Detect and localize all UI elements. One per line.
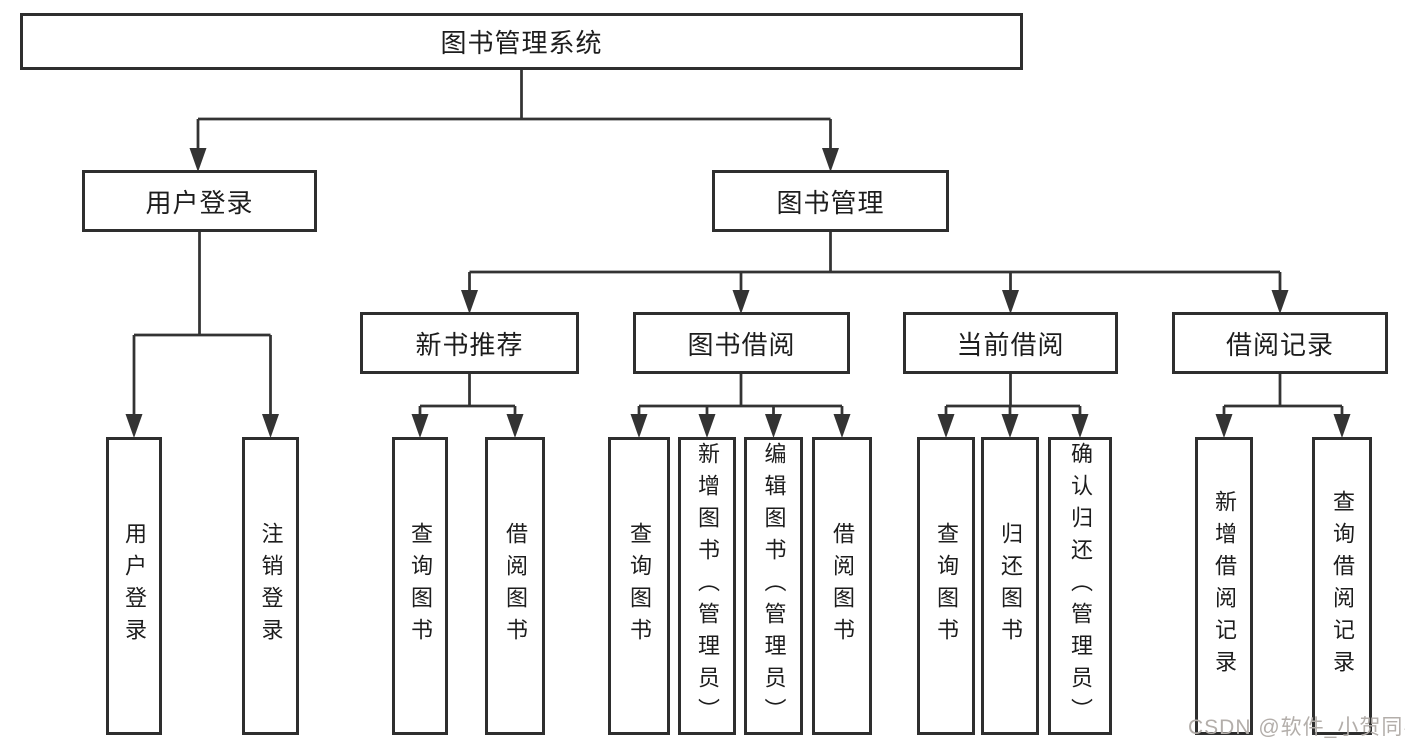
node-label: 借阅记录 [1225,329,1334,360]
node-label: 归还图书 [998,522,1023,650]
arrow-down-icon [765,414,782,438]
node-cb-query-books: 查询图书 [917,437,975,735]
node-bb-edit-books-admin: 编辑图书（管理员） [744,437,803,735]
node-label: 注销登录 [258,522,284,650]
arrow-down-icon [822,148,839,172]
arrow-down-icon [506,414,524,438]
node-bb-query-books: 查询图书 [608,437,670,735]
node-label: 用户登录 [122,522,147,650]
node-nbr-borrow-books: 借阅图书 [485,437,545,735]
node-label: 查询借阅记录 [1330,490,1355,682]
node-label: 图书管理 [776,187,885,218]
arrow-down-icon [732,290,750,314]
connector-root-to-level2 [189,70,839,172]
node-br-query-record: 查询借阅记录 [1312,437,1372,735]
node-label: 借阅图书 [503,522,528,650]
node-book-management: 图书管理 [712,170,949,232]
node-label: 查询图书 [408,522,433,650]
node-label: 用户登录 [145,187,254,218]
watermark: CSDN @软件_小贺同学 [1188,716,1405,739]
arrow-down-icon [461,290,478,314]
connector-book-borrowing-children [630,374,851,438]
node-borrowing-records: 借阅记录 [1172,312,1388,374]
arrow-down-icon [262,414,279,438]
arrow-down-icon [1001,414,1019,438]
arrow-down-icon [630,414,648,438]
arrow-down-icon [833,414,851,438]
node-bb-add-books-admin: 新增图书（管理员） [678,437,736,735]
arrow-down-icon [189,148,207,172]
connector-current-borrowing-children [937,374,1089,438]
node-user-login-leaf: 用户登录 [106,437,162,735]
node-cb-return-books: 归还图书 [981,437,1039,735]
arrow-down-icon [125,414,143,438]
node-label: 查询图书 [934,522,959,650]
node-nbr-query-books: 查询图书 [392,437,448,735]
arrow-down-icon [1215,414,1233,438]
node-label: 图书管理系统 [440,28,603,58]
arrow-down-icon [698,414,716,438]
node-label: 当前借阅 [956,329,1065,360]
node-label: 新增图书（管理员） [695,442,720,730]
node-user-login: 用户登录 [82,170,317,232]
node-label: 借阅图书 [830,522,855,650]
node-cb-confirm-return-admin: 确认归还（管理员） [1048,437,1112,735]
node-logout-leaf: 注销登录 [242,437,299,735]
node-label: 新书推荐 [415,329,524,360]
connector-borrowing-records-children [1215,374,1351,438]
node-label: 确认归还（管理员） [1068,442,1093,730]
connector-new-book-recommend-children [411,374,524,438]
connector-book-management-to-level3 [461,232,1289,314]
node-current-borrowing: 当前借阅 [903,312,1118,374]
node-label: 图书借阅 [687,329,796,360]
node-book-borrowing: 图书借阅 [633,312,850,374]
arrow-down-icon [411,414,429,438]
arrow-down-icon [1002,290,1019,314]
arrow-down-icon [1333,414,1351,438]
node-label: 新增借阅记录 [1212,490,1237,682]
arrow-down-icon [1271,290,1289,314]
node-label: 查询图书 [627,522,652,650]
connector-user-login-children [125,232,279,438]
arrow-down-icon [1071,414,1089,438]
node-br-add-record: 新增借阅记录 [1195,437,1253,735]
node-root-system: 图书管理系统 [20,13,1023,70]
arrow-down-icon [937,414,955,438]
node-bb-borrow-books: 借阅图书 [812,437,872,735]
node-label: 编辑图书（管理员） [761,442,787,730]
node-new-book-recommend: 新书推荐 [360,312,579,374]
